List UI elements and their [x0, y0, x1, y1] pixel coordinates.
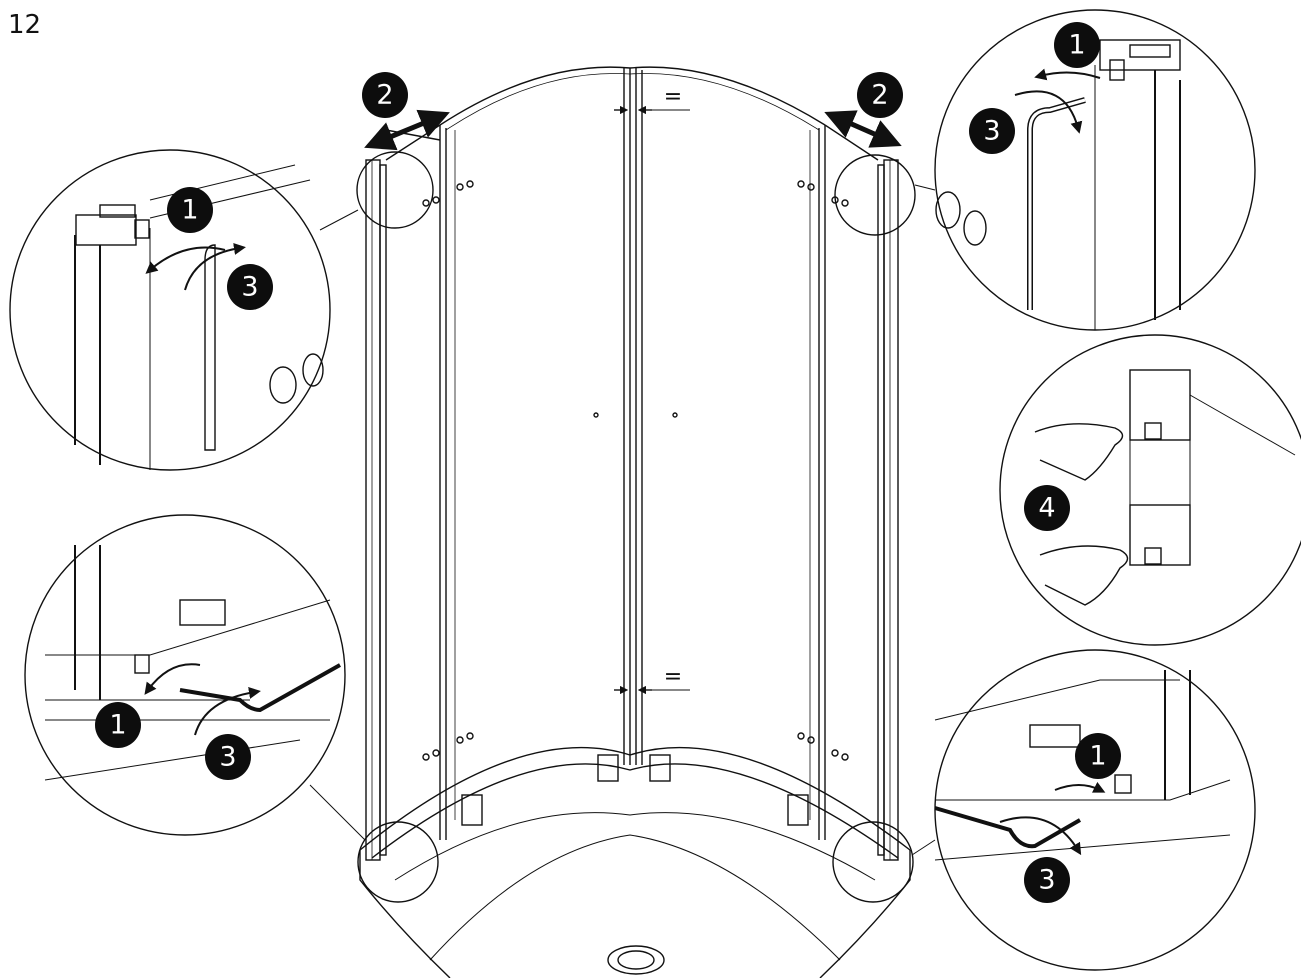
right-wall-profile — [809, 124, 899, 861]
detail-circle-bottom-left — [357, 821, 439, 903]
sliding-doors — [422, 68, 849, 826]
svg-text:4: 4 — [1038, 493, 1055, 524]
equal-gap-label-bottom: = — [664, 665, 682, 690]
svg-text:3: 3 — [219, 742, 236, 773]
badge-2-right: 2 — [857, 72, 903, 118]
shower-tray — [359, 746, 911, 978]
svg-text:3: 3 — [1038, 865, 1055, 896]
detail-circle-top-right — [834, 154, 916, 236]
adjust-arrow-left — [364, 109, 450, 151]
left-wall-profile — [365, 124, 456, 861]
equal-gap-label-top: = — [664, 85, 682, 110]
svg-text:3: 3 — [983, 116, 1000, 147]
detail-top-left — [9, 149, 331, 471]
top-rail — [439, 66, 826, 126]
shower-enclosure: = = — [309, 66, 936, 978]
svg-text:2: 2 — [376, 80, 393, 111]
detail-top-right — [934, 9, 1256, 331]
badge-3-bottom-right: 3 — [1024, 857, 1070, 903]
detail-cover-caps — [999, 334, 1301, 646]
detail-bottom-right — [934, 649, 1256, 971]
badge-3-top-left: 3 — [227, 264, 273, 310]
svg-text:1: 1 — [1089, 741, 1106, 772]
detail-bottom-left — [24, 514, 346, 836]
badge-1-bottom-right: 1 — [1075, 733, 1121, 779]
svg-text:1: 1 — [1068, 30, 1085, 61]
adjust-arrow-right — [824, 110, 902, 148]
svg-text:1: 1 — [109, 710, 126, 741]
detail-circle-top-left — [356, 151, 434, 229]
svg-text:3: 3 — [241, 272, 258, 303]
badge-2-left: 2 — [362, 72, 408, 118]
badge-1-top-right: 1 — [1054, 22, 1100, 68]
svg-text:1: 1 — [181, 195, 198, 226]
badge-1-bottom-left: 1 — [95, 702, 141, 748]
badge-1-top-left: 1 — [167, 187, 213, 233]
step-number: 12 — [8, 10, 42, 40]
badge-3-top-right: 3 — [969, 108, 1015, 154]
detail-circle-bottom-right — [832, 821, 914, 903]
svg-text:2: 2 — [871, 80, 888, 111]
badge-3-bottom-left: 3 — [205, 734, 251, 780]
badge-4: 4 — [1024, 485, 1070, 531]
